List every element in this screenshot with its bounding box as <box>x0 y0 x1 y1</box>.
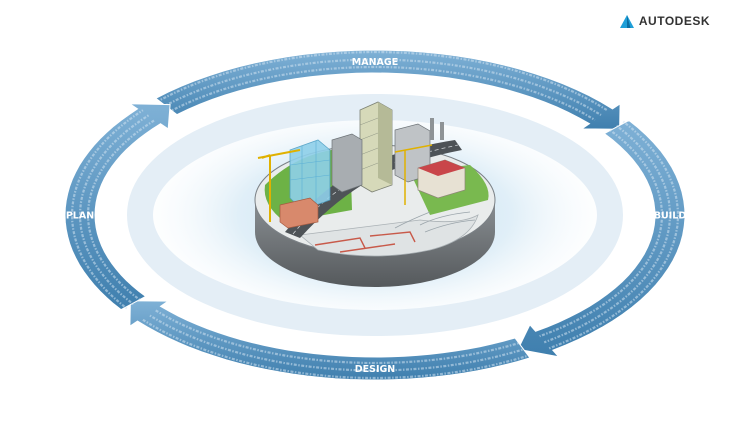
blueprint-area <box>299 214 479 257</box>
construction-crane <box>257 149 301 222</box>
glass-building-grid <box>289 141 331 210</box>
stage-label-plan: PLAN <box>66 211 94 222</box>
binary-texture <box>165 58 602 116</box>
binary-texture <box>539 129 664 338</box>
office-tower-windows <box>359 117 379 171</box>
binary-texture <box>171 65 596 121</box>
binary-texture <box>160 50 608 112</box>
grey-building <box>331 133 363 193</box>
ring-segment-plan <box>64 103 171 311</box>
stage-labels: MANAGE BUILD DESIGN PLAN <box>66 57 686 375</box>
binary-texture <box>154 309 519 365</box>
ring-segment-manage <box>154 49 621 130</box>
binary-texture <box>142 318 527 380</box>
binary-texture <box>548 120 680 350</box>
crane-right <box>394 144 433 205</box>
autodesk-triangle-icon <box>619 14 634 28</box>
road-plan-lines <box>394 211 476 233</box>
brand-logo: AUTODESK <box>619 14 710 28</box>
stage-label-design: DESIGN <box>355 364 396 375</box>
stage-label-manage: MANAGE <box>352 57 398 68</box>
binary-texture <box>543 124 672 344</box>
office-tower-side <box>378 102 392 185</box>
ring-segment-build <box>517 119 686 358</box>
brand-name: AUTODESK <box>638 14 710 28</box>
highway <box>285 140 462 238</box>
binary-texture <box>78 114 150 306</box>
binary-texture <box>148 314 523 372</box>
low-building-roof <box>418 160 465 176</box>
city-platform <box>254 101 496 287</box>
smokestack-2 <box>440 122 444 140</box>
binary-texture <box>86 118 156 301</box>
smokestack <box>430 118 434 140</box>
stage-label-build: BUILD <box>654 211 687 222</box>
glass-building <box>289 139 331 211</box>
brick-building <box>279 197 319 229</box>
cycle-ring <box>64 49 686 381</box>
red-plan-lines <box>314 231 416 253</box>
